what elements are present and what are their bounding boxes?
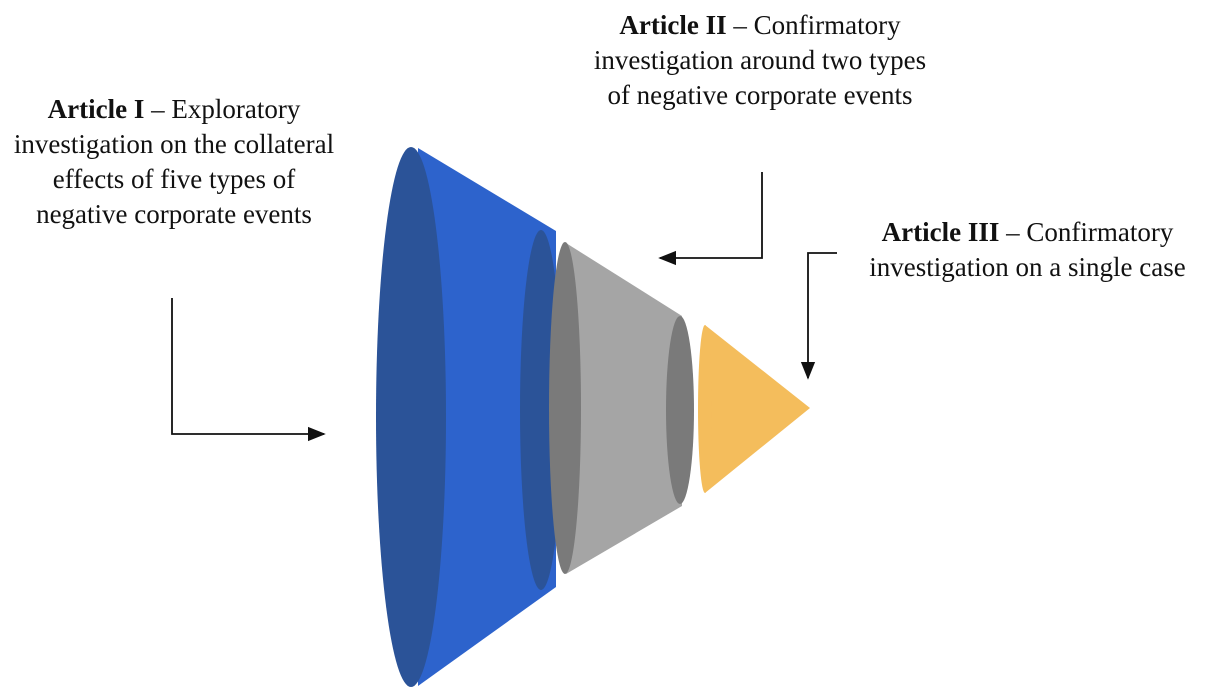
cone-article-1-face [376,147,446,687]
cone-article-3-face [698,325,712,493]
article-3-separator: – [999,217,1027,247]
cone-article-2-rim [666,316,694,504]
article-2-separator: – [726,10,754,40]
arrow-article-3 [800,252,837,380]
arrow-article-2 [658,172,763,266]
cone-article-2-face [549,242,581,574]
cone-article-3 [698,325,810,493]
article-3-description: Confirmatory investigation on a single c… [869,217,1186,283]
article-1-description: Exploratory investigation on the collate… [13,94,335,230]
article-1-separator: – [144,94,172,124]
cone-article-1-body [418,148,556,686]
article-3-title: Article III [881,217,1000,247]
article-2-description: Confirmatory investigation around two ty… [593,10,927,111]
article-1-title: Article I [47,94,145,124]
cone-article-2 [549,242,694,574]
article-3-label: Article III – Confirmatory investigation… [850,215,1205,285]
cone-article-3-body [705,325,810,493]
article-2-title: Article II [619,10,727,40]
article-2-label: Article II – Confirmatory investigation … [590,8,930,113]
article-1-label: Article I – Exploratory investigation on… [4,92,344,232]
arrow-article-1 [171,298,326,442]
cone-article-2-body [566,243,682,574]
cone-article-1 [376,147,562,687]
